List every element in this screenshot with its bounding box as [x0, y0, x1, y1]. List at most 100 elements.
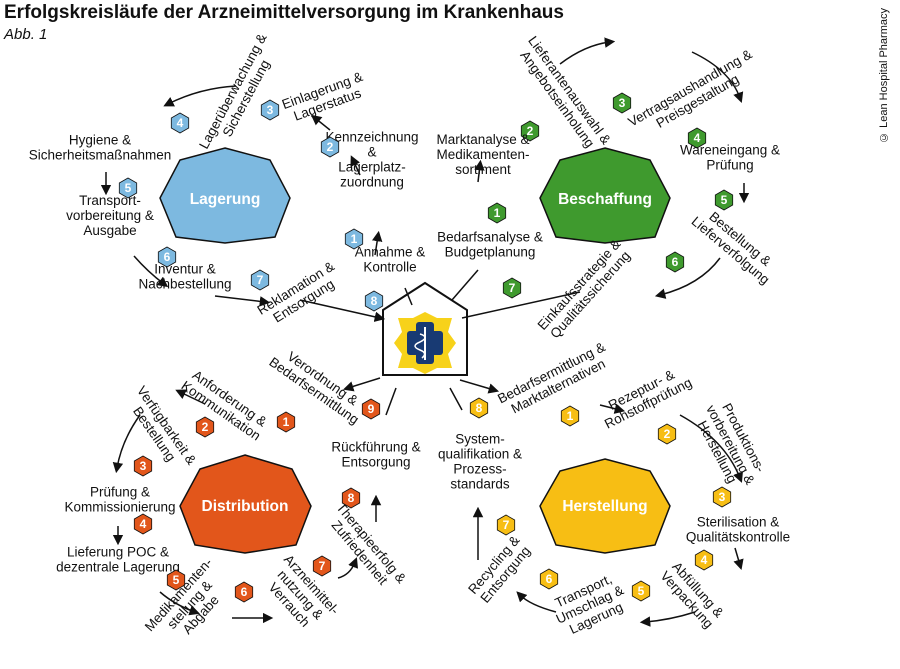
beschaffung-step-badge [487, 202, 507, 224]
beschaffung-step-badge [502, 277, 522, 299]
herstellung-step-number: 7 [503, 518, 510, 532]
lagerung-step-number: 1 [351, 232, 358, 246]
lagerung-step-badge [320, 136, 340, 158]
beschaffung-step-number: 4 [694, 131, 701, 145]
spoke-lagerung-out [404, 287, 413, 306]
lagerung-step-label: Annahme &Kontrolle [355, 245, 426, 275]
distribution-step-badge [312, 555, 332, 577]
lagerung-step-badge [170, 112, 190, 134]
beschaffung-step-label: Bedarfsanalyse &Budgetplanung [437, 230, 543, 260]
hub-herstellung: Herstellung [539, 458, 671, 554]
herstellung-step-7: 7 System-qualifikation &Prozess-standards [438, 432, 522, 536]
distribution-step-number: 8 [348, 491, 355, 505]
beschaffung-step-label: Einkaufsstrategie &Qualitätssicherung [535, 236, 635, 343]
lagerung-step-number: 7 [257, 273, 264, 287]
lagerung-step-label: Reklamation &Entsorgung [255, 259, 345, 331]
distribution-step-badge [276, 411, 296, 433]
distribution-step-number: 4 [140, 517, 147, 531]
distribution-step-label: Medikamenten-stellung &Abgabe [142, 555, 238, 654]
herstellung-step-6: 6 Recycling &Entsorgung [465, 533, 559, 607]
herstellung-step-badge [631, 580, 651, 602]
spoke-lagerung-in [299, 299, 386, 322]
herstellung-step-number: 5 [638, 584, 645, 598]
beschaffung-step-label: Marktanalyse &Medikamenten-sortiment [436, 132, 529, 177]
herstellung-step-badge [539, 568, 559, 590]
beschaffung-step-number: 7 [509, 281, 516, 295]
herstellung-step-badge [560, 405, 580, 427]
herstellung-step-label: Abfüllung &Verpackung [657, 558, 727, 631]
herstellung-step-label: Recycling &Entsorgung [465, 533, 534, 607]
hub-lagerung-label: Lagerung [190, 191, 261, 208]
spoke-herstellung-out [449, 387, 463, 411]
lagerung-step-badge [260, 99, 280, 121]
distribution-step-label: Therapieerfolg &Zufriedenheit [322, 500, 409, 596]
lagerung-step-label: Lagerüberwachung &Sicherstellung [196, 31, 283, 158]
lagerung-step-badge [364, 290, 384, 312]
beschaffung-step-badge [714, 189, 734, 211]
distribution-step-badge [195, 416, 215, 438]
hub-beschaffung-label: Beschaffung [558, 191, 652, 208]
distribution-step-number: 2 [202, 420, 209, 434]
lagerung-step-badge [344, 228, 364, 250]
spoke-herstellung-in [459, 379, 500, 394]
hub-lagerung: Lagerung [159, 147, 291, 244]
herstellung-step-badge [657, 423, 677, 445]
distribution-step-label: Anforderung &Kommunikation [179, 366, 272, 444]
distribution-step-badge [361, 398, 381, 420]
distribution-step-badge [133, 513, 153, 535]
herstellung-step-label: Produktions-vorbereitung &Herstellung [690, 395, 771, 494]
herstellung-step-label: Sterilisation &Qualitätskontrolle [686, 515, 790, 545]
arrows-lagerung [100, 85, 383, 307]
lagerung-step-label: Einlagerung &Lagerstatus [280, 69, 370, 126]
herstellung-step-number: 2 [664, 427, 671, 441]
lagerung-step-number: 2 [327, 140, 334, 154]
distribution-step-number: 7 [319, 559, 326, 573]
beschaffung-step-badge [687, 127, 707, 149]
lagerung-step-number: 4 [177, 116, 184, 130]
hub-lagerung-shape [159, 147, 291, 244]
distribution-step-number: 3 [140, 459, 147, 473]
lagerung-step-badge [118, 177, 138, 199]
spokes [299, 269, 581, 416]
beschaffung-step-number: 2 [527, 124, 534, 138]
lagerung-step-badge [157, 246, 177, 268]
herstellung-step-badge [712, 486, 732, 508]
herstellung-step-badge [469, 397, 489, 419]
lagerung-step-badge [250, 269, 270, 291]
herstellung-step-label: System-qualifikation &Prozess-standards [438, 432, 522, 492]
hub-distribution: Distribution [179, 454, 312, 554]
distribution-step-number: 9 [368, 402, 375, 416]
arrows-beschaffung [474, 37, 750, 299]
beschaffung-step-number: 6 [672, 255, 679, 269]
beschaffung-step-number: 1 [494, 206, 501, 220]
beschaffung-step-number: 5 [721, 193, 728, 207]
beschaffung-step-label: Vertragsaushandlung &Preisgestaltung [625, 46, 762, 142]
hub-beschaffung: Beschaffung [539, 147, 671, 244]
figure-number: Abb. 1 [4, 26, 48, 43]
lagerung-step-number: 5 [125, 181, 132, 195]
distribution-step-number: 6 [241, 585, 248, 599]
beschaffung-step-badge [665, 251, 685, 273]
hub-beschaffung-shape [539, 147, 671, 244]
pharmacy-cross-icon [394, 312, 456, 374]
lagerung-step-number: 6 [164, 250, 171, 264]
distribution-step-label: Rückführung &Entsorgung [331, 440, 420, 470]
distribution-step-badge [133, 455, 153, 477]
distribution-step-label: Verfügbarkeit &Bestellung [122, 383, 200, 476]
herstellung-step-number: 1 [567, 409, 574, 423]
beschaffung-step-number: 3 [619, 96, 626, 110]
herstellung-step-number: 6 [546, 572, 553, 586]
